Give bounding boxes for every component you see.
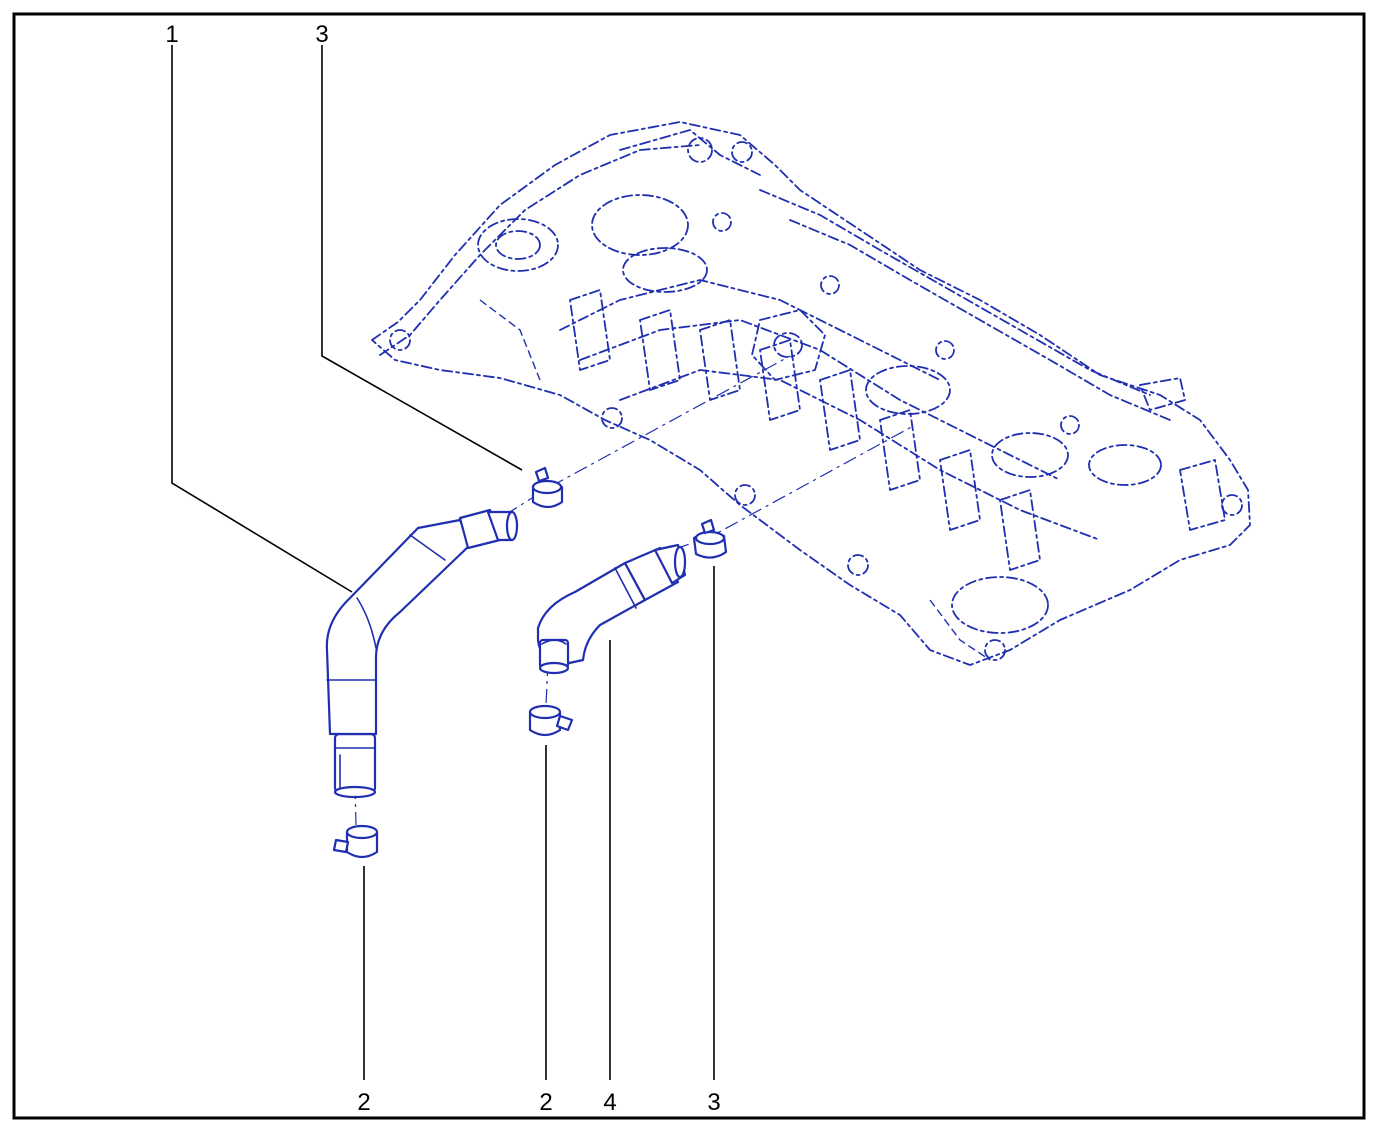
callout-4: 4 — [603, 1089, 616, 1116]
callout-labels: 1 3 2 2 4 3 — [165, 21, 720, 1116]
callout-2-left: 2 — [357, 1089, 370, 1116]
diagram-frame — [12, 12, 1366, 1120]
hose-clamp-2-middle — [528, 704, 574, 737]
callout-1: 1 — [165, 21, 178, 48]
leader-1 — [171, 45, 353, 593]
cylinder-head-cover — [371, 121, 1251, 666]
breather-hose-4 — [536, 543, 687, 675]
leader-lines — [171, 45, 715, 1080]
leader-3-top — [321, 45, 523, 471]
breather-hose-1 — [325, 508, 519, 799]
hose-clamp-3-upper — [531, 466, 564, 509]
hose-clamp-2-left — [332, 824, 379, 859]
hose-clamp-3-right — [692, 518, 728, 559]
callout-3-top: 3 — [315, 21, 328, 48]
callout-3-bottom: 3 — [707, 1089, 720, 1116]
callout-2-middle: 2 — [539, 1089, 552, 1116]
